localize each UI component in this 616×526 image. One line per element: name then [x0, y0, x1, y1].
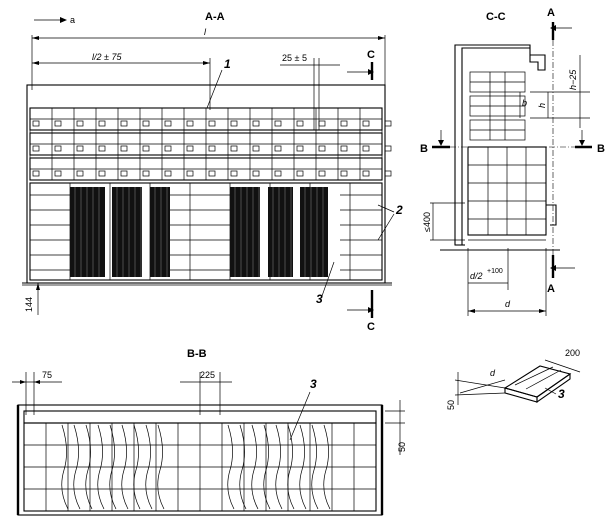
view-c-c-title: C-C [486, 11, 506, 23]
overall-length-dim: l [204, 27, 207, 37]
gap-225-dim: 225 [200, 370, 215, 380]
section-mark-b-left: B [420, 143, 428, 155]
view-b-b: B-B 75 225 3 50 [12, 348, 407, 516]
side-upper-boxes [469, 71, 526, 141]
upper-stack [29, 107, 392, 181]
h-dim: h [537, 103, 547, 108]
callout-1: 1 [224, 57, 231, 71]
direction-arrow-icon [60, 17, 67, 23]
post-tolerance-dim: 25 ± 5 [282, 53, 307, 63]
section-mark-b-right: B [597, 143, 605, 155]
b-dim: b [522, 98, 527, 108]
detail-200-dim: 200 [565, 348, 580, 358]
half-depth-dim: d/2 [470, 271, 483, 281]
callout-3-front: 3 [316, 292, 323, 306]
gap-75-dim: 75 [42, 370, 52, 380]
detail-board: 200 d 50 3 [446, 348, 581, 410]
half-depth-sup: +100 [487, 268, 503, 275]
callout-2: 2 [395, 203, 403, 217]
depth-dim: d [505, 299, 511, 309]
dark-slats [70, 187, 328, 277]
plan-height-50-dim: 50 [397, 442, 407, 452]
view-a-a: A-A a l l/2 ± 75 25 ± 5 C 1 [22, 11, 403, 333]
view-a-a-title: A-A [205, 11, 225, 23]
base-height-dim: 144 [24, 297, 34, 312]
half-length-dim: l/2 ± 75 [92, 52, 122, 62]
section-mark-a-bottom: A [547, 283, 555, 295]
detail-d-dim: d [490, 368, 496, 378]
view-c-c: C-C A [420, 7, 605, 316]
side-lower-boxes [467, 146, 557, 241]
detail-50-dim: 50 [446, 400, 456, 410]
le-400-dim: ≤400 [422, 212, 432, 232]
section-mark-c-top: C [367, 49, 375, 61]
h-minus-25-dim: h−25 [568, 69, 578, 90]
section-mark-c-bottom: C [367, 321, 375, 333]
callout-3-plan: 3 [310, 377, 317, 391]
view-b-b-title: B-B [187, 348, 207, 360]
callout-3-detail: 3 [558, 387, 565, 401]
callout-1-leader [206, 69, 223, 109]
section-mark-a-top: A [547, 7, 555, 19]
direction-arrow-label: a [70, 15, 75, 25]
